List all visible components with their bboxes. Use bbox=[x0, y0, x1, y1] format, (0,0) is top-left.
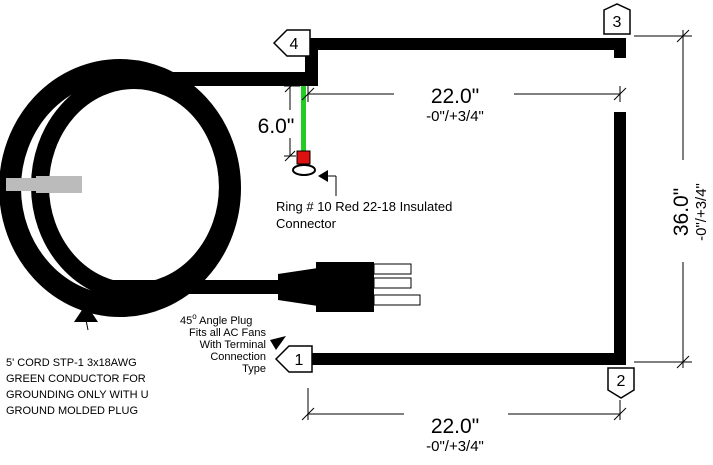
side-tolerance-label: -0"/+3/4" bbox=[693, 183, 710, 241]
plug-prong-upper bbox=[373, 263, 412, 275]
plug-callout-arrow bbox=[270, 336, 286, 350]
ring-note-line2: Connector bbox=[276, 216, 337, 231]
dimension-side bbox=[634, 29, 692, 369]
plug-angle-text: Angle Plug bbox=[197, 315, 253, 327]
ground-wire bbox=[301, 86, 306, 152]
ground-lead-length-label: 6.0" bbox=[258, 115, 295, 138]
ground-lead bbox=[292, 86, 316, 176]
corner-tag-2: 2 bbox=[607, 367, 635, 399]
ring-terminal-insulator bbox=[296, 150, 311, 165]
plug-strain-relief bbox=[278, 268, 318, 306]
dimension-top bbox=[301, 86, 627, 102]
cord-lead-bottom bbox=[110, 280, 285, 294]
side-length-label: 36.0" bbox=[670, 188, 693, 236]
plug-note-line3: With Terminal bbox=[200, 339, 266, 351]
cord-note-line4: GROUND MOLDED PLUG bbox=[6, 405, 138, 417]
cord-end-stub bbox=[6, 178, 42, 191]
cord-callout-leader bbox=[85, 319, 89, 331]
tag-4-label: 4 bbox=[290, 36, 299, 53]
bottom-tolerance-label: -0"/+3/4" bbox=[426, 438, 484, 455]
bottom-length-label: 22.0" bbox=[431, 415, 479, 438]
coiled-cord bbox=[0, 59, 316, 317]
cord-note-line3: GROUNDING ONLY WITH U bbox=[6, 389, 149, 401]
tag-2-label: 2 bbox=[617, 373, 626, 390]
dimension-bottom bbox=[301, 388, 627, 421]
corner-tag-4: 4 bbox=[272, 29, 311, 57]
harness-bottom-run bbox=[300, 353, 626, 365]
cord-callout-arrow bbox=[74, 304, 98, 322]
plug-angle-degree: o bbox=[192, 312, 197, 321]
top-length-label: 22.0" bbox=[431, 85, 479, 108]
plug-note-line5: Type bbox=[242, 363, 266, 375]
harness-right-lower bbox=[614, 112, 626, 364]
plug-ground-prong bbox=[373, 294, 421, 306]
cord-lead-top bbox=[120, 72, 316, 86]
ring-terminal-ring bbox=[292, 164, 316, 176]
cord-note-line1: 5' CORD STP-1 3x18AWG bbox=[6, 357, 137, 369]
cord-note-line2: GREEN CONDUCTOR FOR bbox=[6, 373, 146, 385]
cord-end-stub-tip bbox=[36, 176, 82, 193]
harness-top-run bbox=[305, 38, 626, 50]
plug-note-line1: 45o Angle Plug bbox=[180, 312, 252, 327]
plug-prong-middle bbox=[373, 277, 412, 289]
molded-plug bbox=[278, 262, 421, 312]
ring-note-line1: Ring # 10 Red 22-18 Insulated bbox=[276, 199, 452, 214]
tag-3-label: 3 bbox=[613, 14, 622, 31]
plug-body bbox=[316, 262, 374, 312]
harness-loop bbox=[300, 38, 626, 365]
ring-callout-leader bbox=[318, 170, 337, 196]
dimension-ground-lead bbox=[284, 81, 300, 162]
plug-note-line2: Fits all AC Fans bbox=[189, 327, 267, 339]
plug-note-line4: Connection bbox=[210, 351, 266, 363]
corner-tag-3: 3 bbox=[603, 3, 631, 35]
plug-angle-value: 45 bbox=[180, 315, 192, 327]
top-tolerance-label: -0"/+3/4" bbox=[426, 108, 484, 125]
tag-1-label: 1 bbox=[295, 352, 304, 369]
corner-tag-1: 1 bbox=[274, 345, 313, 373]
harness-right-upper bbox=[614, 38, 626, 58]
